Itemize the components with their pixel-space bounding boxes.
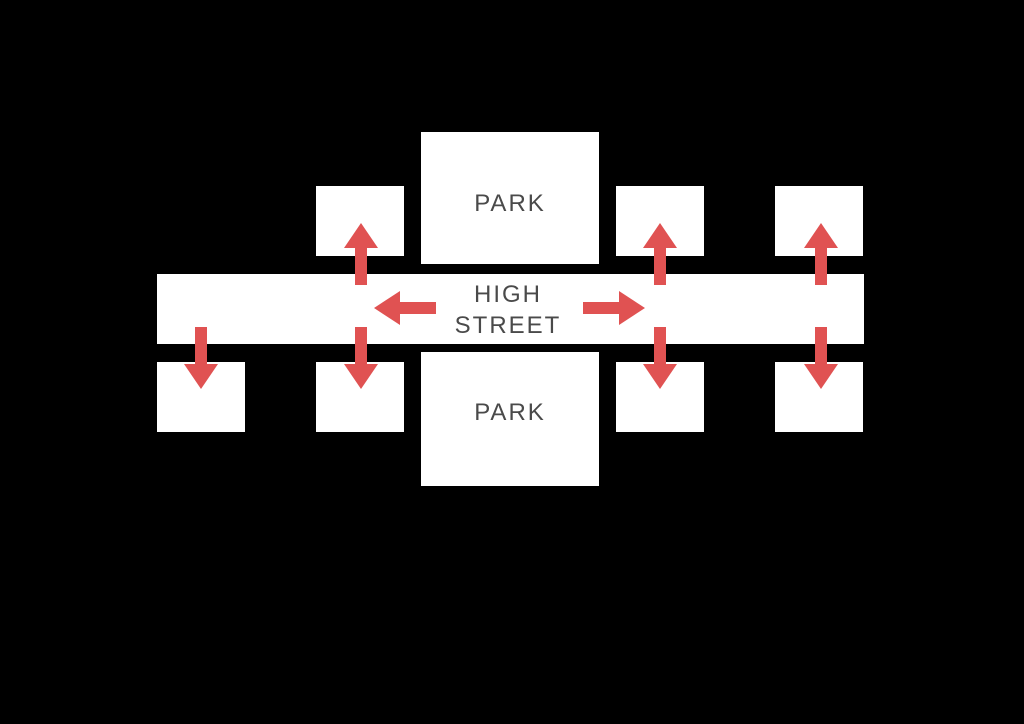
park-label-bottom: PARK: [474, 399, 546, 426]
high-street-band: [157, 274, 864, 344]
building-bottom-4: [775, 362, 863, 432]
building-bottom-3: [616, 362, 704, 432]
high-street-label-line1: HIGH: [474, 281, 542, 308]
building-top-2: [616, 186, 704, 256]
park-label-top: PARK: [474, 190, 546, 217]
building-top-1: [316, 186, 404, 256]
building-bottom-1: [157, 362, 245, 432]
building-top-3: [775, 186, 863, 256]
high-street-label-line2: STREET: [454, 312, 562, 339]
high-street-label: HIGH STREET: [438, 279, 578, 341]
park-block-top: PARK: [421, 132, 599, 264]
park-block-bottom: PARK: [421, 352, 599, 486]
building-bottom-2: [316, 362, 404, 432]
